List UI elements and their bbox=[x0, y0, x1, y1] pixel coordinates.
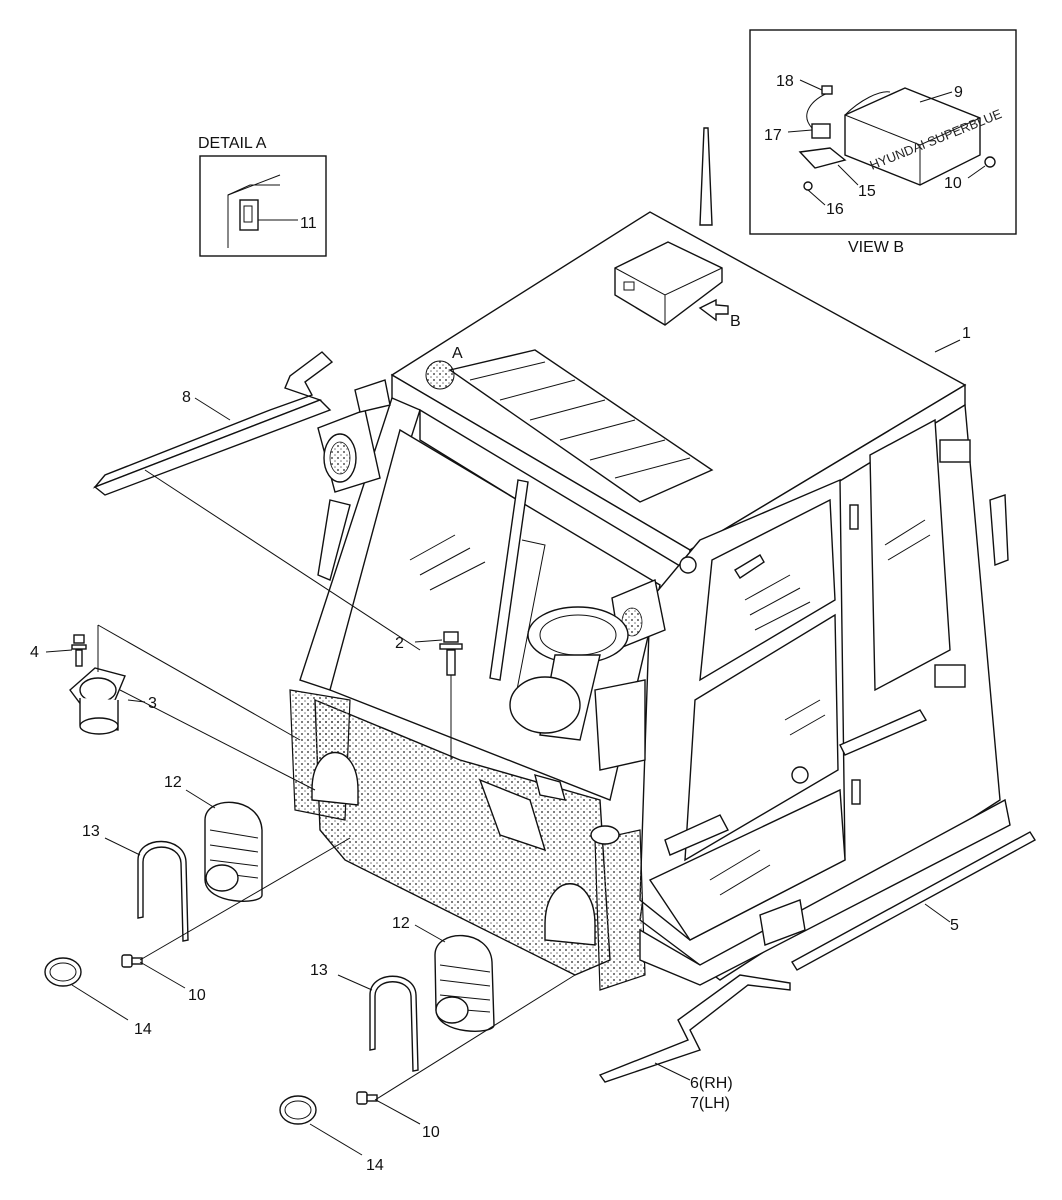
callout-13-right: 13 bbox=[310, 962, 328, 979]
arch-left bbox=[311, 752, 359, 806]
callout-7: 7(LH) bbox=[690, 1095, 730, 1112]
radio-bracket bbox=[614, 241, 723, 326]
callout-3: 3 bbox=[148, 695, 157, 712]
callout-17: 17 bbox=[764, 127, 782, 144]
callout-11: 11 bbox=[300, 215, 317, 232]
callout-9: 9 bbox=[954, 84, 963, 101]
screw-10-view-b bbox=[984, 156, 996, 168]
screw-16 bbox=[803, 181, 813, 191]
right-lower-pillar bbox=[594, 829, 646, 991]
detail-a-caption: DETAIL A bbox=[198, 135, 267, 152]
callout-18: 18 bbox=[776, 73, 794, 90]
antenna bbox=[699, 127, 713, 226]
callout-13-left: 13 bbox=[82, 823, 100, 840]
door-lower-window bbox=[684, 613, 839, 862]
gas-strut bbox=[839, 709, 928, 756]
door-handle bbox=[664, 814, 729, 856]
rear-hinge-bracket-lower bbox=[934, 664, 966, 688]
view-b-panel: VIEW B HYUNDAI SUPERBLUE 18 17 9 15 16 1… bbox=[749, 29, 1017, 256]
door-upper-window bbox=[699, 498, 836, 682]
callout-4: 4 bbox=[30, 644, 39, 661]
radio-unit-9 bbox=[844, 87, 981, 186]
callout-5: 5 bbox=[950, 917, 959, 934]
rear-hinge-bracket-upper bbox=[939, 439, 971, 463]
column-boot bbox=[509, 676, 581, 734]
callout-10-right: 10 bbox=[422, 1124, 440, 1141]
callout-8: 8 bbox=[182, 389, 191, 406]
clamp-13-left bbox=[137, 840, 189, 942]
connector-18 bbox=[821, 85, 833, 95]
wiper bbox=[489, 479, 529, 681]
pedal-left bbox=[478, 778, 547, 852]
lifting-eye-left bbox=[354, 379, 391, 413]
cab-body-1: A B bbox=[289, 211, 1011, 991]
band-14-left bbox=[44, 957, 82, 987]
band-14-right bbox=[279, 1095, 317, 1125]
pedal-right bbox=[534, 774, 566, 801]
callout-1: 1 bbox=[962, 325, 971, 342]
floor-strip-6-7 bbox=[598, 974, 791, 1083]
view-b-frame bbox=[749, 29, 1017, 235]
mount-3 bbox=[69, 667, 126, 735]
callout-2: 2 bbox=[395, 635, 404, 652]
callout-12-left: 12 bbox=[164, 774, 182, 791]
front-lower-panel bbox=[314, 698, 611, 976]
seat-back bbox=[594, 679, 646, 771]
clamp-13-right bbox=[369, 975, 419, 1072]
callout-14-left: 14 bbox=[134, 1021, 152, 1038]
left-grab-handle bbox=[317, 499, 351, 581]
arch-right bbox=[544, 883, 596, 946]
detail-a-panel: DETAIL A 11 bbox=[198, 135, 327, 257]
side-strip-5 bbox=[791, 831, 1036, 971]
boot-12-left bbox=[204, 801, 263, 902]
skylight bbox=[448, 349, 714, 503]
view-b-caption: VIEW B bbox=[848, 239, 904, 256]
callout-12-right: 12 bbox=[392, 915, 410, 932]
callout-16: 16 bbox=[826, 201, 844, 218]
seal-strip-8 bbox=[92, 351, 334, 489]
marker-a-label: A bbox=[452, 345, 463, 362]
bolt-4 bbox=[71, 634, 87, 667]
callout-15: 15 bbox=[858, 183, 876, 200]
rear-handle bbox=[989, 494, 1009, 566]
lifting-eye-right bbox=[679, 556, 697, 574]
detail-a-frame bbox=[199, 155, 327, 257]
door-lock bbox=[791, 766, 809, 784]
marker-b-label: B bbox=[730, 313, 741, 330]
bracket-15 bbox=[798, 147, 847, 169]
bracket-17 bbox=[811, 123, 831, 139]
callout-6: 6(RH) bbox=[690, 1075, 733, 1092]
boot-12-right bbox=[434, 934, 495, 1032]
bolt-2 bbox=[439, 631, 463, 760]
screw-10-left bbox=[121, 954, 143, 968]
door-hinge-lower bbox=[851, 779, 861, 805]
callout-10-view-b: 10 bbox=[944, 175, 962, 192]
rear-side-window bbox=[869, 418, 951, 692]
door-hinge-upper bbox=[849, 504, 859, 530]
screw-10-right bbox=[356, 1091, 378, 1105]
switch-11 bbox=[239, 199, 259, 231]
marker-a-circle bbox=[425, 360, 455, 390]
arrow-b bbox=[698, 298, 729, 322]
callout-10-left: 10 bbox=[188, 987, 206, 1004]
callout-14-right: 14 bbox=[366, 1157, 384, 1174]
